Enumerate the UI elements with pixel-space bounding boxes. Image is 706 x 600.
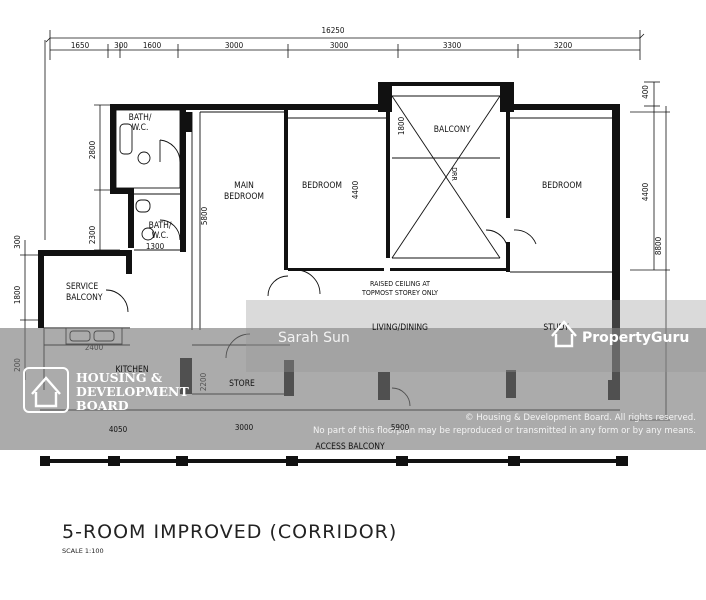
bottom-dim-label: 4050 [109, 425, 128, 434]
hdb-house-icon [31, 376, 61, 408]
hdb-logo-frame-icon [23, 367, 69, 413]
propertyguru-logo: PropertyGuru [551, 320, 689, 348]
right-dim-label: 400 [641, 85, 650, 99]
plan-scale: SCALE 1:100 [62, 547, 104, 555]
inner-dim-label: 5800 [200, 206, 209, 225]
room-label-study: STUDY [543, 323, 569, 333]
bottom-dim-label: 3000 [235, 423, 254, 432]
room-label-bedroom-2: BEDROOM [542, 181, 582, 191]
room-label-balcony: BALCONY [434, 125, 471, 135]
top-dim-label: 1600 [143, 41, 162, 50]
agent-name-watermark: Sarah Sun [278, 330, 350, 346]
propertyguru-brand-text: PropertyGuru [582, 330, 689, 346]
top-dim-label: 3000 [225, 41, 244, 50]
top-dim-label: 3200 [554, 41, 573, 50]
access-balcony-label: ACCESS BALCONY [315, 442, 385, 452]
reproduction-notice: No part of this floorplan may be reprodu… [313, 426, 696, 436]
bottom-dim-label: 5900 [391, 423, 410, 432]
overall-width-label: 16250 [322, 26, 345, 35]
hdb-name-line-1: HOUSING & [76, 370, 163, 385]
room-label-store: STORE [229, 379, 255, 389]
access-balcony-railing [40, 456, 628, 466]
right-dim-label: 4400 [641, 182, 650, 201]
left-dim-label: 300 [13, 235, 22, 249]
room-label-bath-2: BATH/W.C. [149, 221, 172, 241]
room-label-kitchen: KITCHEN [115, 365, 148, 375]
watermark-band [0, 300, 706, 450]
top-dimension-labels: 1650 300 1600 3000 3000 3300 3200 [71, 41, 573, 50]
top-dim-label: 1650 [71, 41, 90, 50]
top-dim-label: 3000 [330, 41, 349, 50]
inner-dim-label: 4400 [351, 180, 360, 199]
hdb-logo: HOUSING & DEVELOPMENT BOARD [23, 367, 189, 413]
room-label-living-dining: LIVING/DINING [372, 323, 428, 333]
hdb-name-line-3: BOARD [76, 398, 129, 413]
plan-title: 5-ROOM IMPROVED (CORRIDOR) [62, 521, 397, 543]
top-dim-label: 3300 [443, 41, 462, 50]
inner-dim-label: 1300 [146, 242, 165, 251]
bathroom-fixtures [119, 123, 155, 241]
right-dim-label: 8800 [654, 236, 663, 255]
left-dim-label: 1800 [13, 285, 22, 304]
hdb-name-line-2: DEVELOPMENT [76, 384, 189, 399]
top-dimension-lines [45, 30, 645, 60]
room-label-bedroom-1: BEDROOM [302, 181, 342, 191]
left-dim-label: 2300 [88, 225, 97, 244]
inner-dim-label: 1800 [397, 116, 406, 135]
copyright-text: © Housing & Development Board. All right… [465, 413, 696, 423]
propertyguru-house-icon [551, 320, 577, 348]
refuse-chute-label: DRR [450, 167, 458, 181]
top-dim-label: 300 [114, 41, 128, 50]
room-label-bath-1: BATH/W.C. [129, 113, 152, 133]
left-dim-label: 2800 [88, 140, 97, 159]
